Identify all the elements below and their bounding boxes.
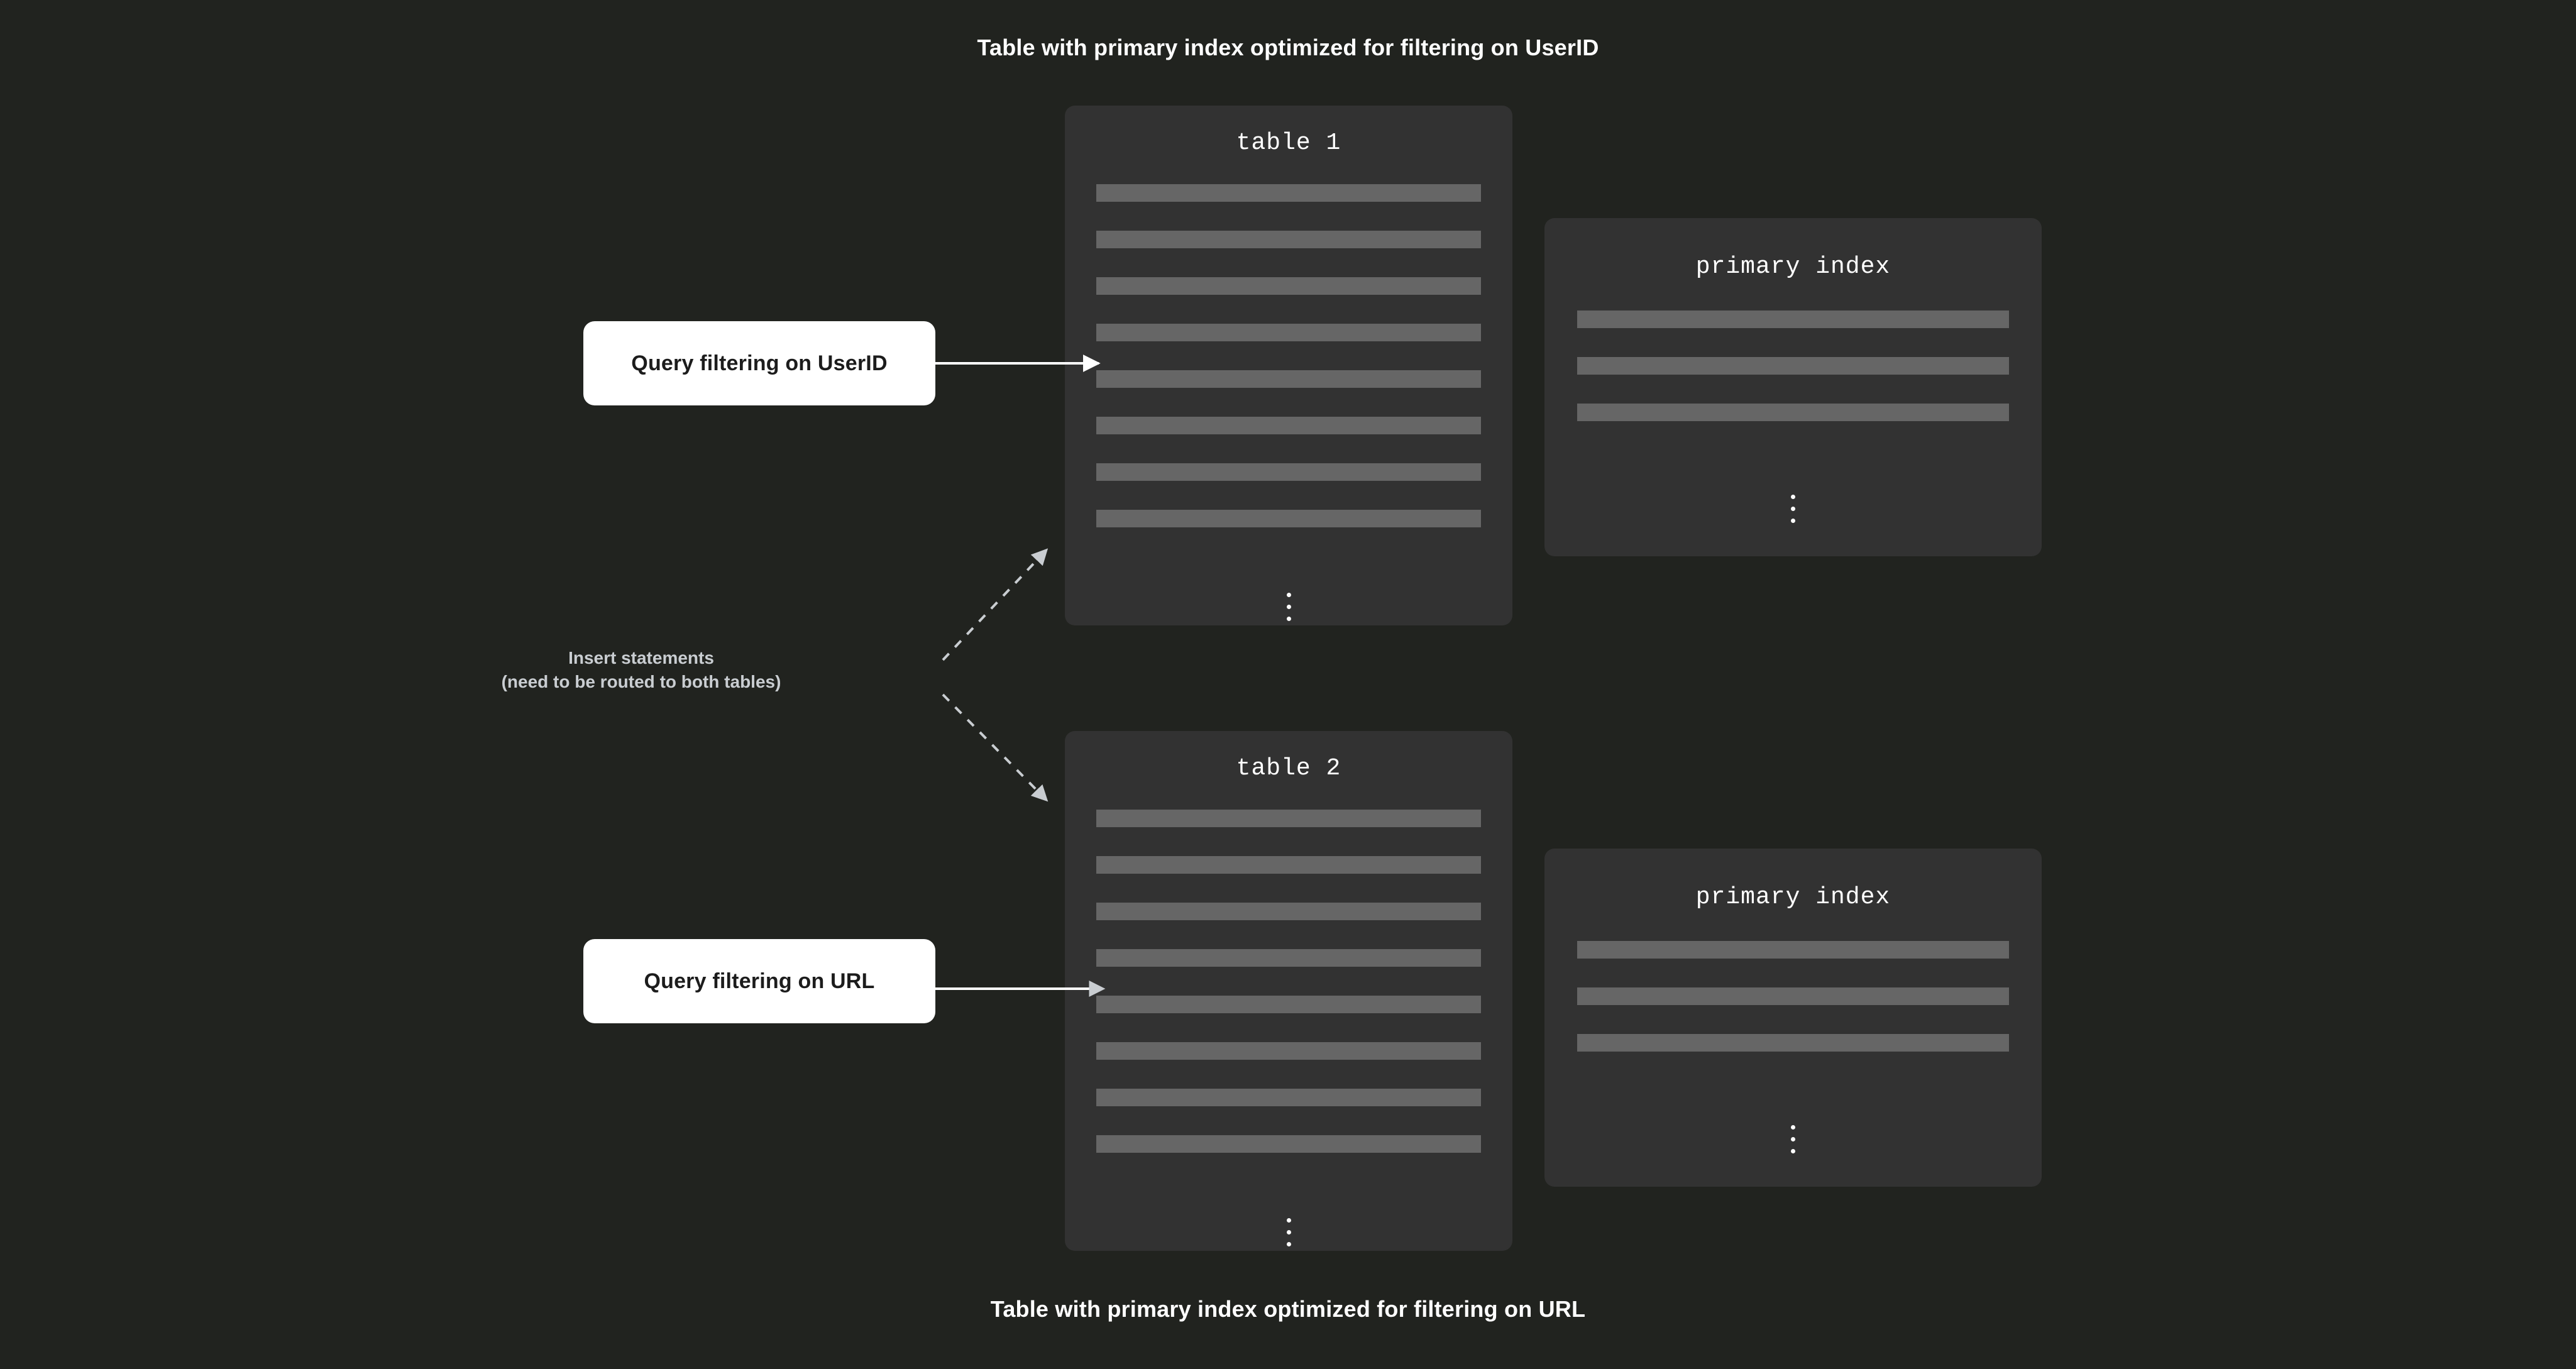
index-row xyxy=(1577,987,2009,1005)
primary-index-2-rows xyxy=(1577,941,2009,1052)
index-row xyxy=(1577,357,2009,375)
table-row xyxy=(1096,184,1481,202)
vertical-ellipsis-icon xyxy=(1544,495,2042,523)
table-row xyxy=(1096,370,1481,388)
index-row xyxy=(1577,1034,2009,1052)
table-2-card: table 2 xyxy=(1065,731,1512,1251)
arrow-insert-to-table2 xyxy=(942,693,1049,802)
table-row xyxy=(1096,277,1481,295)
bottom-caption-text: Table with primary index optimized for f… xyxy=(990,1296,1586,1322)
table-row xyxy=(1096,996,1481,1013)
index-row xyxy=(1577,311,2009,328)
primary-index-1-card: primary index xyxy=(1544,218,2042,556)
table-row xyxy=(1096,1089,1481,1106)
table-row xyxy=(1096,856,1481,874)
table-row xyxy=(1096,903,1481,920)
table-row xyxy=(1096,231,1481,248)
table-1-title: table 1 xyxy=(1236,129,1341,157)
top-caption-text: Table with primary index optimized for f… xyxy=(977,35,1599,60)
vertical-ellipsis-icon xyxy=(1544,1125,2042,1153)
primary-index-2-title: primary index xyxy=(1695,884,1891,911)
query-userid-label: Query filtering on UserID xyxy=(631,351,888,375)
arrow-insert-to-table1 xyxy=(942,548,1049,661)
table-1-card: table 1 xyxy=(1065,106,1512,625)
insert-note-line-1: Insert statements xyxy=(568,648,714,668)
primary-index-2-card: primary index xyxy=(1544,849,2042,1187)
table-row xyxy=(1096,417,1481,434)
bottom-caption: Table with primary index optimized for f… xyxy=(0,1296,2576,1322)
table-1-rows xyxy=(1096,184,1481,527)
insert-note-line-2: (need to be routed to both tables) xyxy=(501,671,781,691)
primary-index-1-rows xyxy=(1577,311,2009,421)
index-row xyxy=(1577,941,2009,959)
insert-statements-note: Insert statements (need to be routed to … xyxy=(465,646,817,694)
table-2-rows xyxy=(1096,810,1481,1153)
query-filtering-on-userid-box[interactable]: Query filtering on UserID xyxy=(583,321,935,405)
query-url-label: Query filtering on URL xyxy=(644,969,875,993)
top-caption: Table with primary index optimized for f… xyxy=(0,35,2576,61)
table-2-title: table 2 xyxy=(1236,755,1341,782)
table-row xyxy=(1096,1042,1481,1060)
table-row xyxy=(1096,510,1481,527)
index-row xyxy=(1577,404,2009,421)
table-row xyxy=(1096,949,1481,967)
query-filtering-on-url-box[interactable]: Query filtering on URL xyxy=(583,939,935,1023)
table-row xyxy=(1096,810,1481,827)
table-row xyxy=(1096,324,1481,341)
vertical-ellipsis-icon xyxy=(1065,1218,1512,1246)
primary-index-1-title: primary index xyxy=(1695,253,1891,280)
table-row xyxy=(1096,463,1481,481)
vertical-ellipsis-icon xyxy=(1065,593,1512,621)
table-row xyxy=(1096,1135,1481,1153)
